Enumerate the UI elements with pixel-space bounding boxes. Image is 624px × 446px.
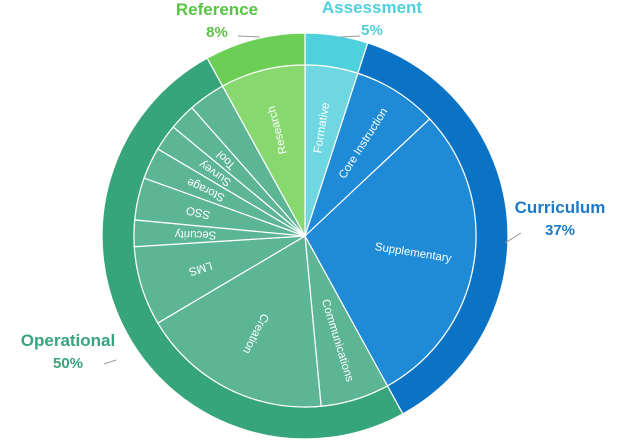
- category-percent-operational: 50%: [53, 355, 83, 372]
- leader-lines: [103, 35, 522, 365]
- category-label-operational: Operational: [21, 331, 115, 350]
- leader-line-operational: [103, 359, 117, 365]
- leader-line-assessment: [339, 35, 361, 38]
- category-label-assessment: Assessment: [322, 0, 423, 17]
- inner-ring: [133, 64, 477, 408]
- category-label-curriculum: Curriculum: [515, 198, 606, 217]
- subcategory-label-security: Security: [174, 228, 216, 241]
- subcategory-slice-supplementary: [304, 118, 477, 387]
- subcategory-slice-research: [221, 64, 306, 237]
- category-percent-curriculum: 37%: [545, 222, 575, 239]
- category-labels: Assessment 5% Curriculum 37% Operational 50% R…: [21, 0, 606, 372]
- leader-line-curriculum: [504, 232, 522, 244]
- category-percent-assessment: 5%: [361, 22, 383, 39]
- subcategory-slice-creation: [156, 235, 322, 408]
- category-percent-reference: 8%: [206, 24, 228, 41]
- category-label-reference: Reference: [176, 0, 258, 19]
- leader-line-reference: [237, 35, 261, 38]
- subcategory-label-sso: SSO: [185, 204, 211, 221]
